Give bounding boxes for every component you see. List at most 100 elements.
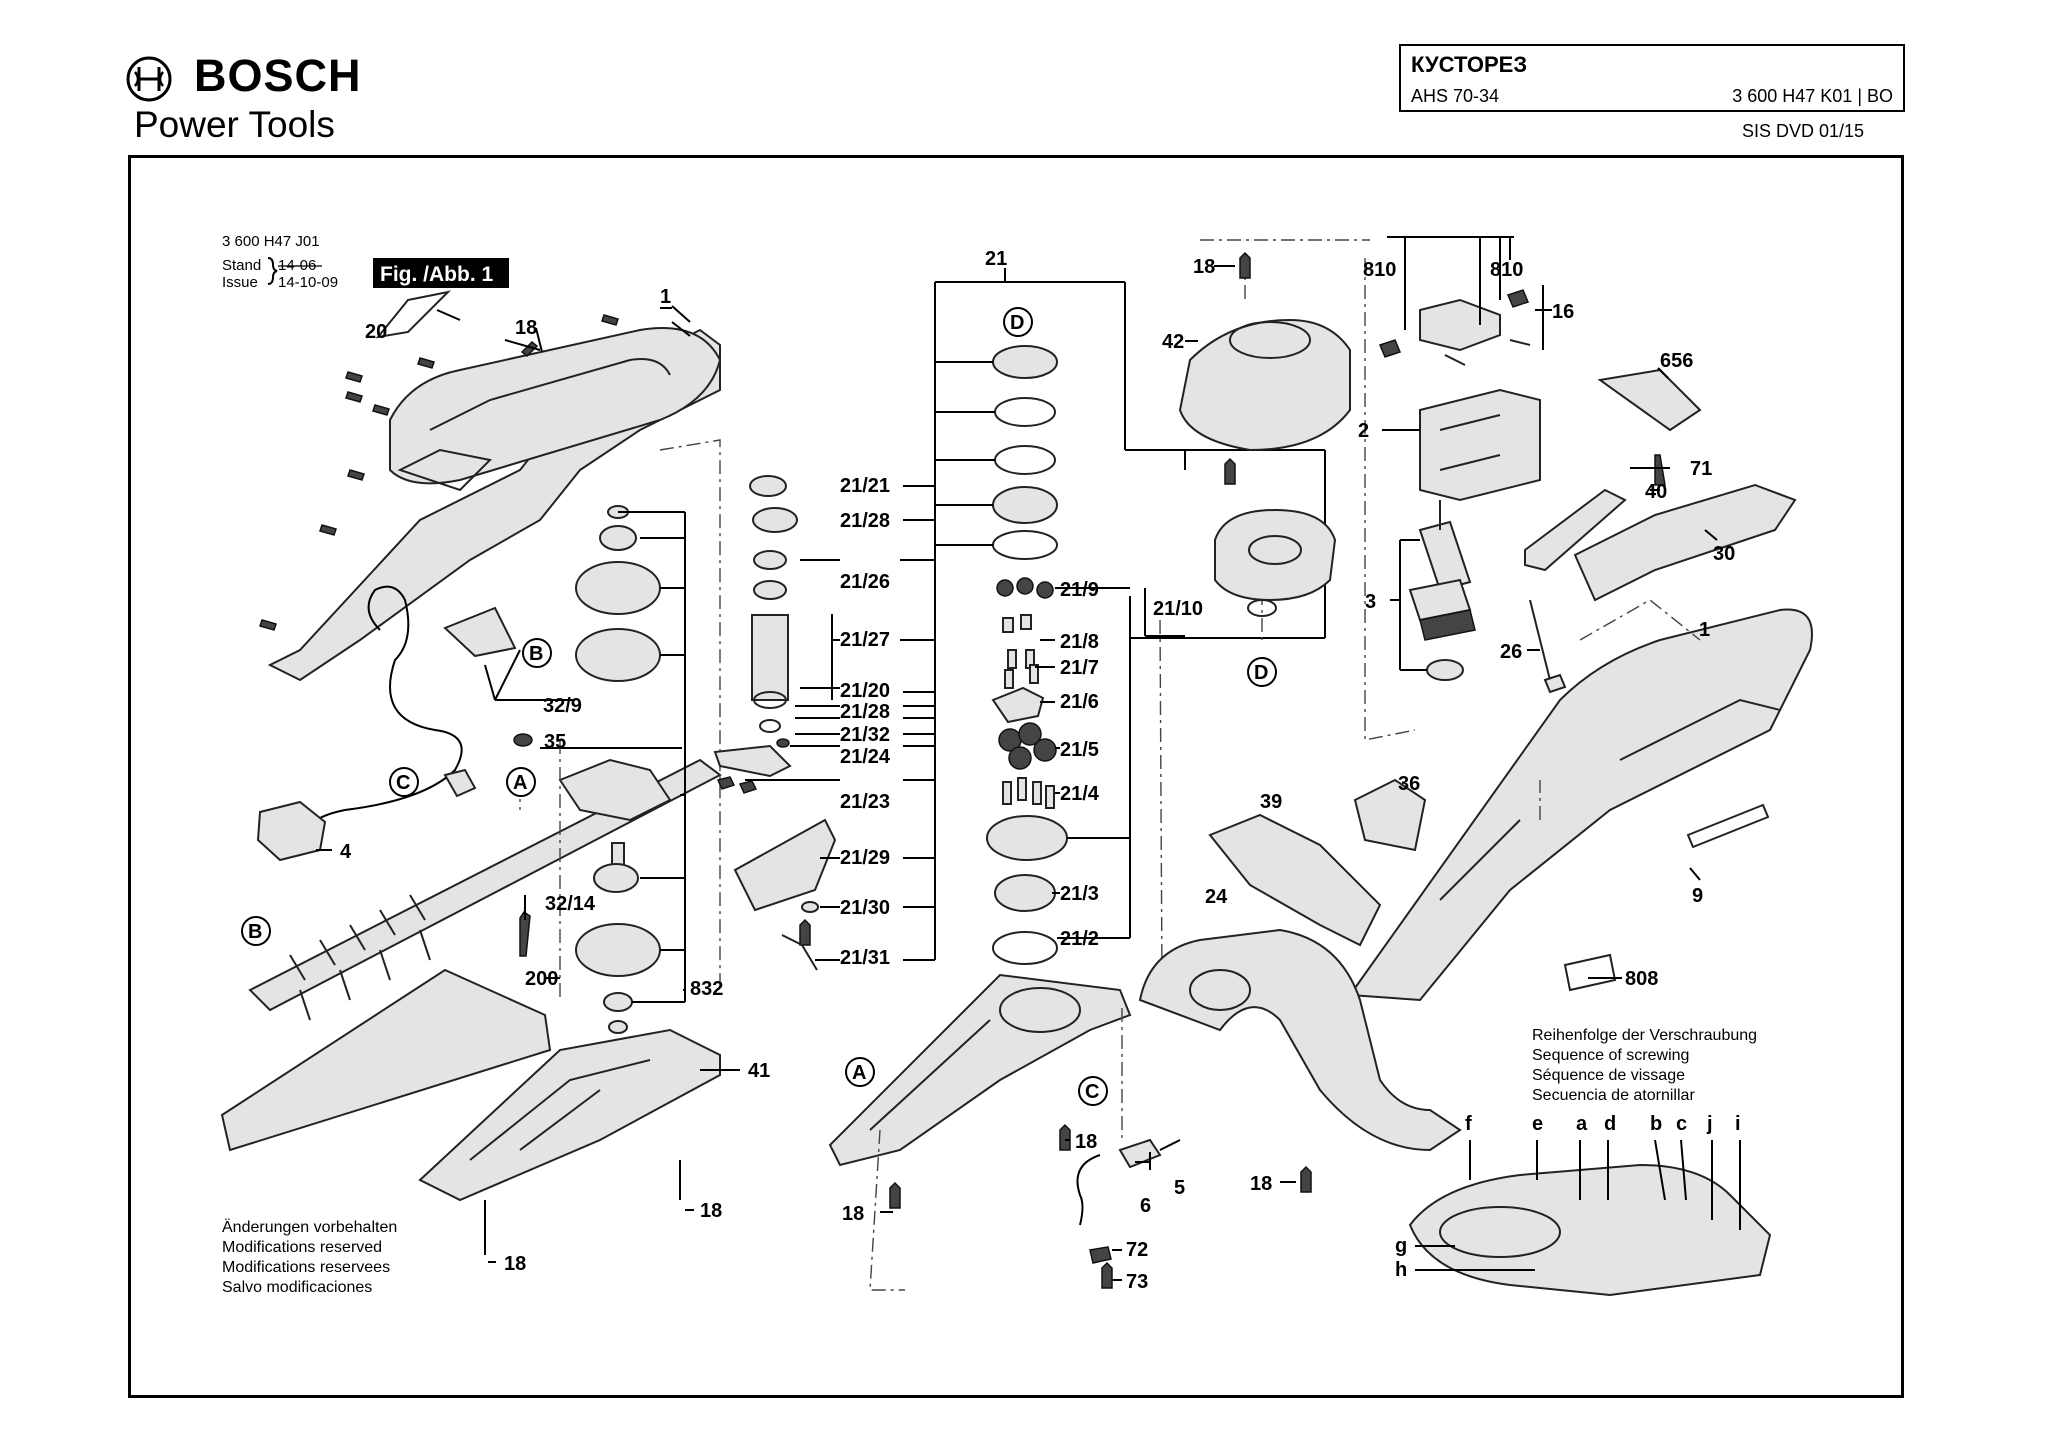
- sequence-housing-part: [1408, 1139, 1772, 1297]
- seq-letter-e: e: [1532, 1113, 1543, 1135]
- part-label-18-e: 18: [842, 1203, 864, 1225]
- centerline-center: [869, 1129, 905, 1291]
- part-label-6: 6: [1140, 1195, 1151, 1217]
- part-label-1-b: 1: [1699, 619, 1710, 641]
- figure-code: 3 600 H47 J01: [222, 233, 320, 250]
- marker-b2: B: [248, 921, 262, 943]
- part-label-21-21: 21/21: [840, 475, 890, 497]
- armature-part: [1408, 500, 1476, 681]
- brand-name: BOSCH: [194, 50, 362, 101]
- part-label-21-3: 21/3: [1060, 883, 1099, 905]
- part-label-810-b: 810: [1490, 259, 1523, 281]
- marker-b: B: [529, 643, 543, 665]
- part-label-73: 73: [1126, 1271, 1148, 1293]
- motor-cover-part: [1178, 251, 1351, 485]
- leader-lines-center: [745, 361, 1296, 1281]
- part-label-18-c: 18: [504, 1253, 526, 1275]
- part-label-20: 20: [365, 321, 387, 343]
- part-label-1: 1: [660, 286, 671, 308]
- model: AHS 70-34: [1411, 86, 1500, 106]
- housing-half-part: [267, 327, 722, 682]
- marker-c-circle: [389, 767, 419, 797]
- note-seq-es: Secuencia de atornillar: [1532, 1087, 1695, 1104]
- part-label-21-28: 21/28: [840, 510, 890, 532]
- label-strip-9-part: [1686, 803, 1770, 849]
- part-label-21-20: 21/20: [840, 680, 890, 702]
- part-label-4: 4: [340, 841, 352, 863]
- switch-lever-part: [1524, 488, 1627, 694]
- part-label-21-32: 21/32: [840, 724, 890, 746]
- part-label-36: 36: [1398, 773, 1420, 795]
- seq-letter-j: j: [1706, 1113, 1713, 1135]
- marker-d2-circle: [1247, 657, 1277, 687]
- seq-letter-a: a: [1576, 1113, 1588, 1135]
- note-mod-fr: Modifications reservees: [222, 1259, 390, 1276]
- part-label-41: 41: [748, 1060, 770, 1082]
- part-label-18: 18: [515, 317, 537, 339]
- part-label-39: 39: [1260, 791, 1282, 813]
- title: КУСТОРЕЗ: [1411, 52, 1528, 77]
- part-label-21-23: 21/23: [840, 791, 890, 813]
- marker-d2: D: [1254, 662, 1268, 684]
- seq-letter-g: g: [1395, 1235, 1407, 1257]
- seq-letter-i: i: [1735, 1113, 1741, 1135]
- part-label-21-2: 21/2: [1060, 928, 1099, 950]
- figure-badge: Fig. /Abb. 1: [380, 263, 493, 286]
- seq-letter-d: d: [1604, 1113, 1616, 1135]
- note-mod-en: Modifications reserved: [222, 1239, 382, 1256]
- seq-letter-c: c: [1676, 1113, 1687, 1135]
- part-label-26: 26: [1500, 641, 1522, 663]
- label-strip-part: [375, 290, 452, 339]
- leader-lines-right: [1382, 236, 1718, 979]
- part-label-18-f: 18: [1250, 1173, 1272, 1195]
- centerline-right: [1364, 258, 1701, 820]
- brush-holder-part: [1378, 289, 1531, 366]
- figure-badge-bg: [373, 258, 509, 288]
- blade-guard-part: [220, 968, 552, 1152]
- cable-plug-part: [889, 1123, 1312, 1289]
- part-label-5: 5: [1174, 1177, 1185, 1199]
- part-label-40: 40: [1645, 481, 1667, 503]
- part-label-21-24: 21/24: [840, 746, 891, 768]
- plate-part: [443, 606, 517, 658]
- centerline: [659, 439, 721, 990]
- stand-label: Stand: [222, 257, 261, 274]
- field-stator-part: [1419, 388, 1541, 502]
- part-label-21-7: 21/7: [1060, 657, 1099, 679]
- gear-housing-part: [828, 973, 1132, 1167]
- housing-lower-part: [418, 1028, 721, 1202]
- seq-letter-h: h: [1395, 1259, 1407, 1281]
- gearbox-assembly-bracket: [934, 268, 1326, 960]
- note-mod-de: Änderungen vorbehalten: [222, 1218, 397, 1236]
- part-label-21-31: 21/31: [840, 947, 890, 969]
- main-housing-part: [1348, 608, 1813, 1002]
- part-label-16: 16: [1552, 301, 1574, 323]
- part-label-32-14: 32/14: [545, 893, 596, 915]
- part-label-21-29: 21/29: [840, 847, 890, 869]
- part-label-656: 656: [1660, 350, 1693, 372]
- title-block: КУСТОРЕЗ AHS 70-34 3 600 H47 K01 | BO: [1399, 44, 1905, 112]
- note-mod-es: Salvo modificaciones: [222, 1279, 372, 1296]
- gearbox-parts: [713, 345, 1068, 971]
- bosch-logo-icon: [126, 56, 172, 102]
- brand-subtitle: Power Tools: [134, 104, 335, 145]
- part-label-42: 42: [1162, 331, 1184, 353]
- part-label-808: 808: [1625, 968, 1658, 990]
- gear-disc-stack: [513, 505, 661, 1034]
- part-label-18-g: 18: [1193, 256, 1215, 278]
- part-label-35: 35: [544, 731, 566, 753]
- part-label-21-26: 21/26: [840, 571, 890, 593]
- note-seq-en: Sequence of screwing: [1532, 1047, 1689, 1064]
- seq-letter-b: b: [1650, 1113, 1662, 1135]
- front-handle-part: [1138, 928, 1462, 1152]
- part-label-71: 71: [1690, 458, 1712, 480]
- marker-b-circle: [522, 638, 552, 668]
- part-label-832: 832: [690, 978, 723, 1000]
- part-label-21-27: 21/27: [840, 629, 890, 651]
- marker-d-circle: [1003, 307, 1033, 337]
- blade-part: [248, 758, 722, 1021]
- seq-letter-f: f: [1465, 1113, 1472, 1135]
- marker-a2-circle: [845, 1057, 875, 1087]
- marker-b2-circle: [241, 916, 271, 946]
